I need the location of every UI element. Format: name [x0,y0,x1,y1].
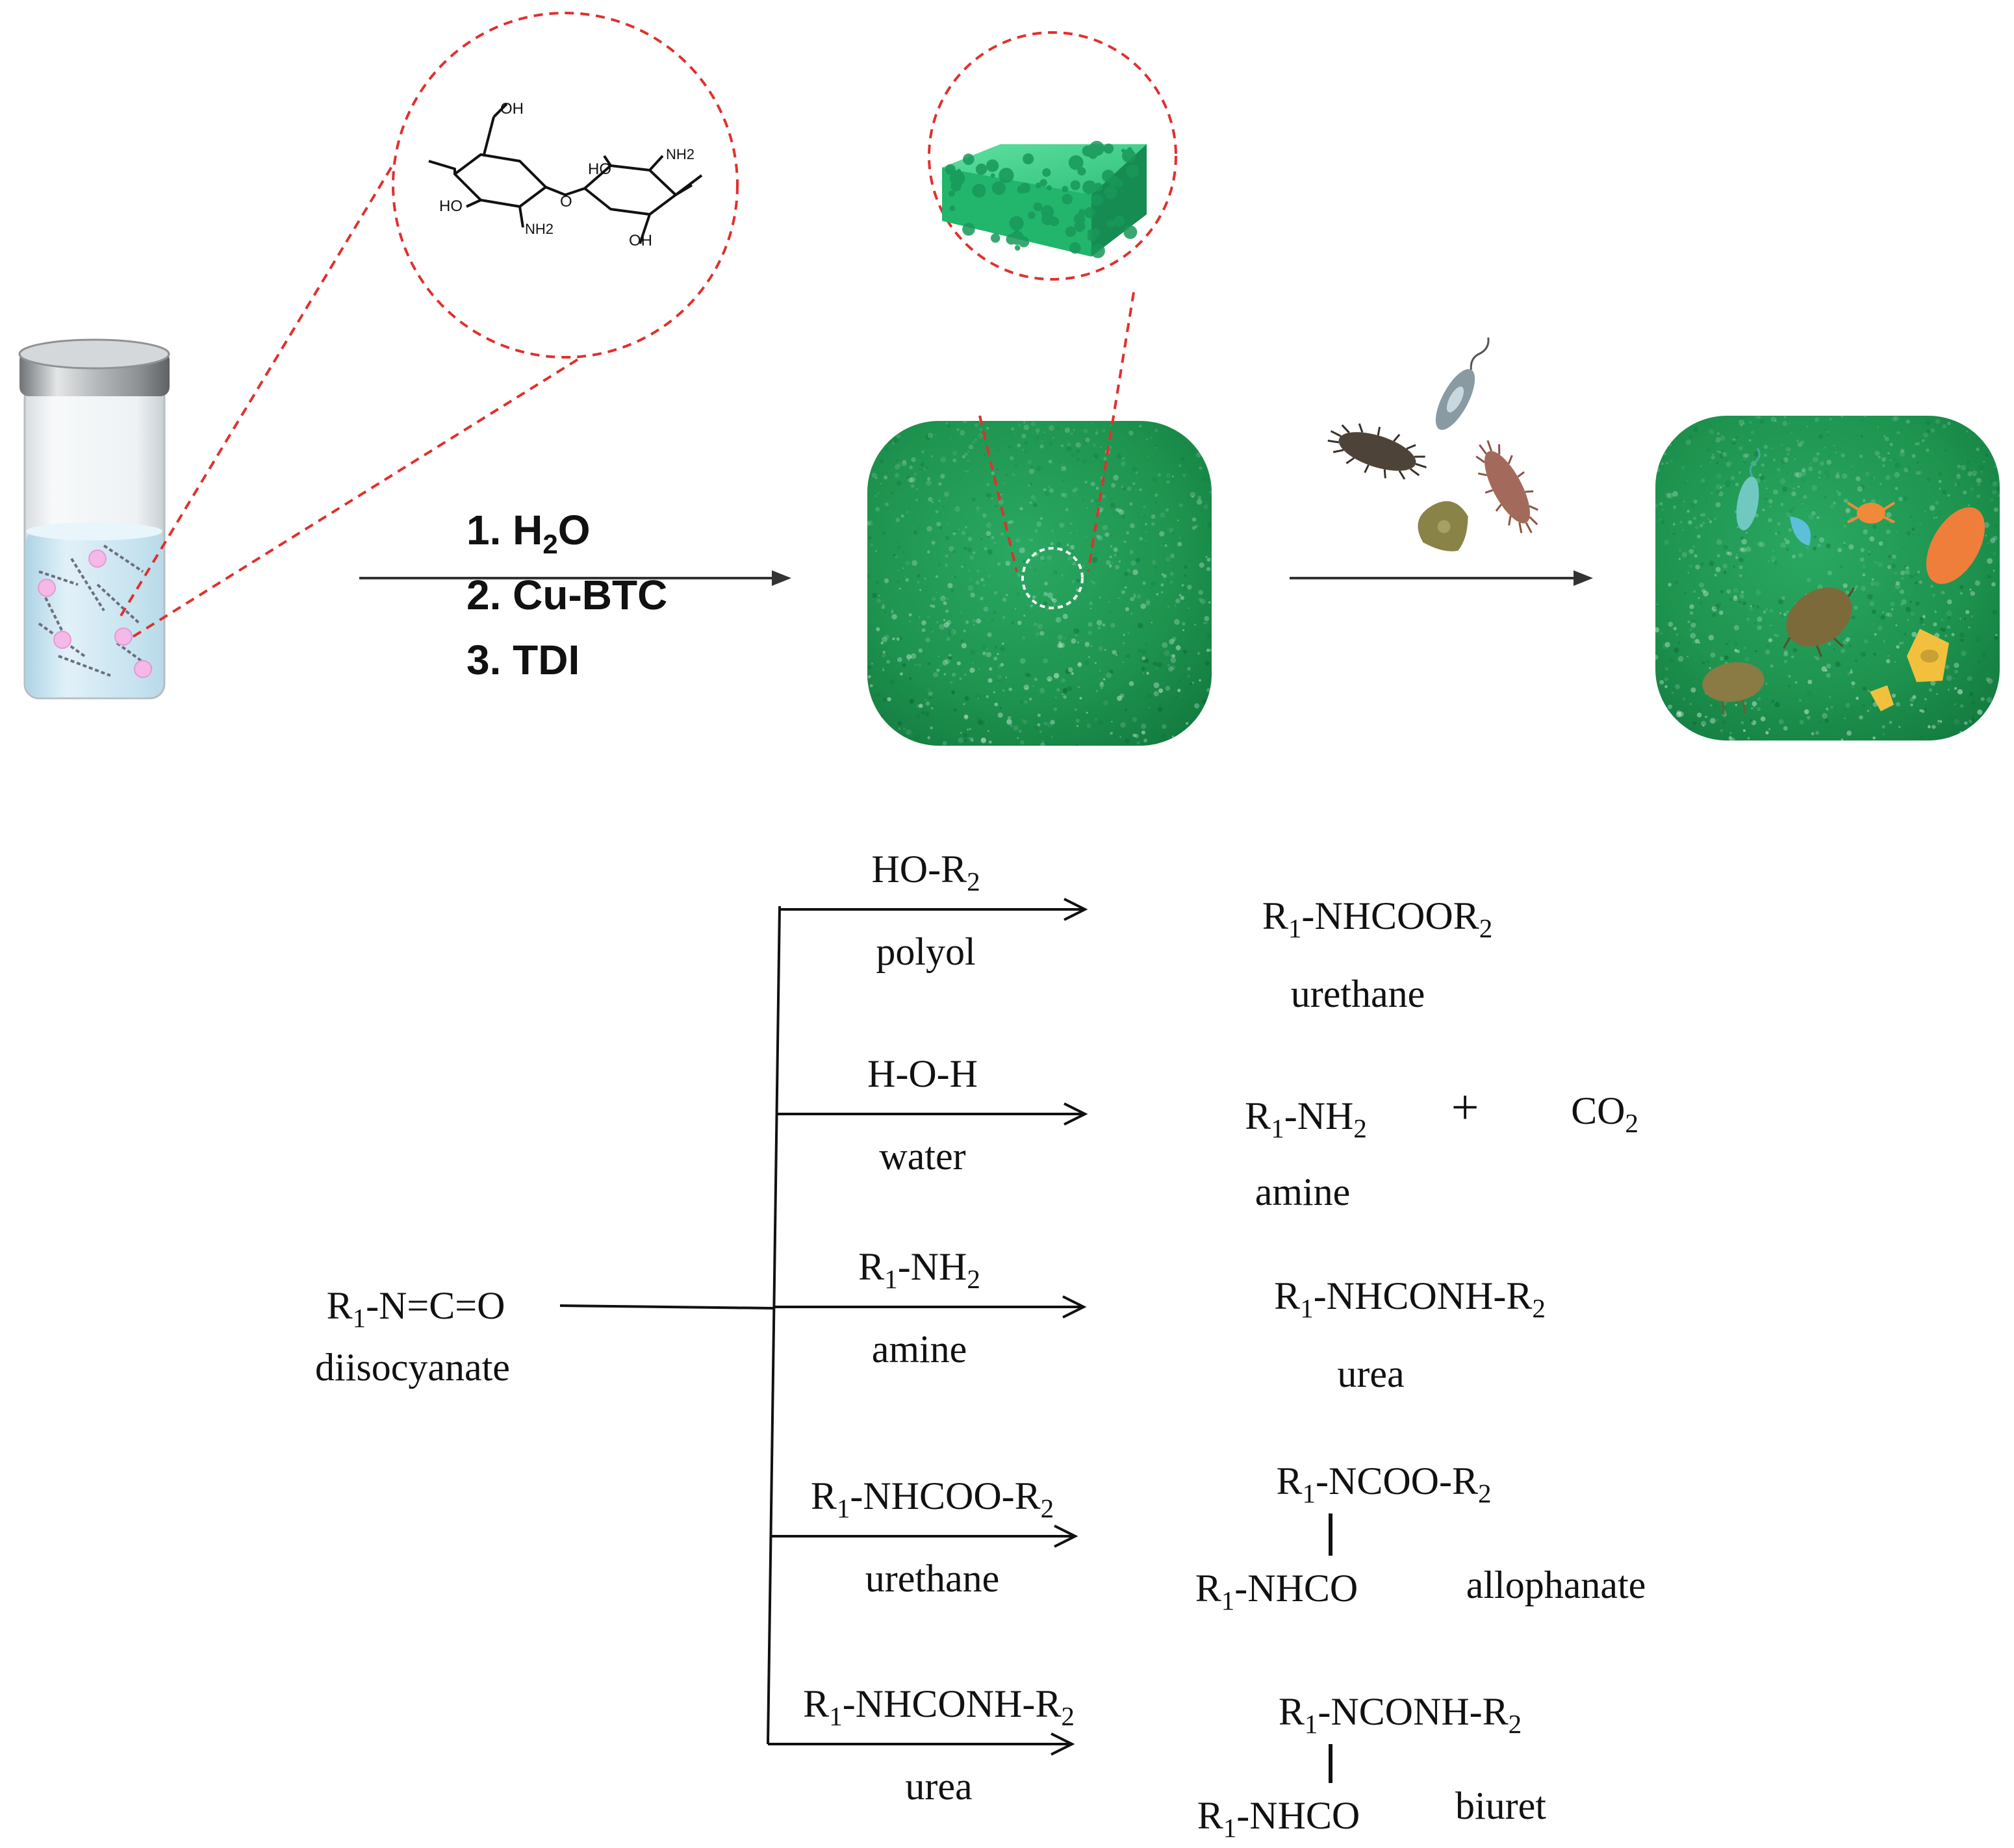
branch-4-reagent-name: urethane [865,1557,1000,1600]
synthesis-step-1: 1. H2O [466,507,591,559]
chitosan-o-bridge: O [560,193,572,210]
product-urea-formula: R1-NHCONH-R2 [1274,1274,1546,1323]
chitosan-nh2-top: NH2 [666,146,695,162]
synthesis-arrow [359,570,791,586]
foam-zoom-circle [1021,547,1084,609]
chitosan-ho-mid: HO [588,160,611,178]
coproduct-co2-formula: CO2 [1571,1089,1638,1138]
branch-5-reagent: R1-NHCONH-R2 [803,1682,1075,1731]
branch-1-reagent: HO-R2 [871,848,980,896]
product-allophanate-name: allophanate [1466,1563,1646,1606]
chitosan-oh-bottom: OH [629,232,652,249]
branch-5-reagent-name: urea [905,1765,972,1808]
product-allophanate-bottom: R1-NHCO [1195,1567,1358,1615]
bacteria-icon [1327,337,1538,551]
chitosan-nh2-bottom: NH2 [525,221,554,237]
product-urea-name: urea [1337,1352,1404,1395]
chitosan-zoom-circle [392,12,739,359]
chitosan-ho-left: HO [439,197,463,215]
synthesis-steps: 1. H2O 2. Cu-BTC 3. TDI [466,507,667,683]
synthesis-step-3: 3. TDI [466,637,580,683]
bacteria-arrow [1290,570,1593,586]
chitosan-structure-icon [428,103,703,244]
foam-with-bacteria [1655,416,2000,740]
branch-2: H-O-H water [776,1052,1088,1178]
zoom-lines-foam [978,292,1135,572]
product-amine-formula: R1-NH2 [1245,1095,1367,1143]
product-biuret-name: biuret [1455,1784,1546,1827]
chitosan-oh-top: OH [500,100,524,118]
zoom-lines-vial [120,145,635,638]
product-biuret-top: R1-NCONH-R2 [1279,1690,1522,1739]
branch-5: R1-NHCONH-R2 urea [768,1682,1075,1808]
branch-3-reagent-name: amine [872,1328,967,1371]
foam-block-icon [942,140,1147,259]
reactant-formula: R1-N=C=O [327,1284,505,1333]
reactant-name: diisocyanate [315,1346,510,1389]
product-allophanate-top: R1-NCOO-R2 [1276,1460,1491,1508]
branch-1: HO-R2 polyol [779,848,1088,973]
product-amine-name: amine [1255,1171,1351,1213]
branch-4-reagent: R1-NHCOO-R2 [811,1475,1054,1523]
plus-sign: + [1451,1080,1479,1135]
chitosan-labels: OH HO NH2 O HO NH2 OH [439,100,695,249]
product-urethane-name: urethane [1291,972,1425,1015]
product-urethane-formula: R1-NHCOOR2 [1262,894,1492,943]
branch-2-reagent: H-O-H [867,1052,978,1095]
product-biuret-bottom: R1-NHCO [1197,1794,1360,1843]
branch-2-reagent-name: water [879,1135,965,1178]
branch-1-reagent-name: polyol [876,930,975,973]
branch-3-reagent: R1-NH2 [858,1245,980,1294]
vial-icon [18,338,170,700]
branch-3: R1-NH2 amine [774,1245,1087,1371]
foam-sample [867,421,1212,746]
branch-4: R1-NHCOO-R2 urethane [771,1475,1078,1600]
synthesis-step-2: 2. Cu-BTC [466,572,667,618]
